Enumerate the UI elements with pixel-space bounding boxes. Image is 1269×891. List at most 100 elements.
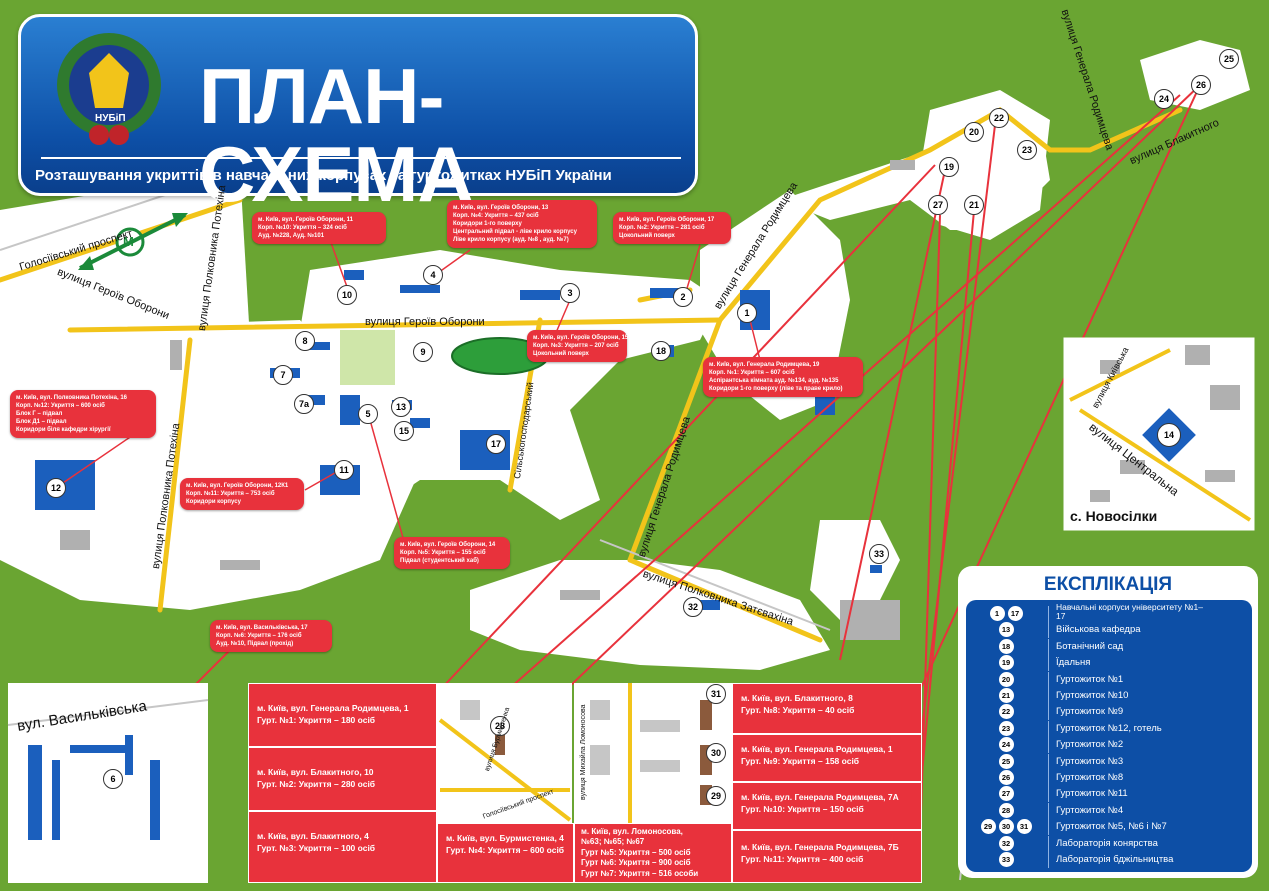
marker-23[interactable]: 23 [1017, 140, 1037, 160]
marker-2[interactable]: 2 [673, 287, 693, 307]
marker-21[interactable]: 21 [964, 195, 984, 215]
marker-5[interactable]: 5 [358, 404, 378, 424]
metro-label: М [123, 234, 134, 249]
legend-row-text: Ботанічний сад [1056, 640, 1124, 652]
legend-row-text: Гуртожиток №11 [1056, 788, 1128, 800]
legend-separator [1048, 753, 1049, 770]
marker-18[interactable]: 18 [651, 341, 671, 361]
legend-row: 25 Гуртожиток №3 [966, 753, 1252, 770]
marker-27[interactable]: 27 [928, 195, 948, 215]
legend-row-numbers: 24 [970, 737, 1042, 753]
legend-number-badge: 22 [998, 704, 1014, 720]
marker-4[interactable]: 4 [423, 265, 443, 285]
legend-row-numbers: 20 [970, 671, 1042, 688]
legend-number-badge: 28 [998, 802, 1014, 818]
novosilky-label: с. Новосілки [1070, 508, 1158, 524]
marker-20[interactable]: 20 [964, 122, 984, 142]
marker-30[interactable]: 30 [706, 743, 726, 763]
botanical-garden [340, 330, 395, 385]
marker-22[interactable]: 22 [989, 108, 1009, 128]
legend-row-text: Навчальні корпуси університету №1–17 [1056, 602, 1203, 622]
marker-10[interactable]: 10 [337, 285, 357, 305]
marker-9[interactable]: 9 [413, 342, 433, 362]
marker-7[interactable]: 7 [273, 365, 293, 385]
legend-row-text: Лабораторія бджільництва [1056, 854, 1174, 865]
legend-number-badge: 27 [998, 786, 1014, 802]
legend-row-numbers: 23 [970, 720, 1042, 737]
marker-7a[interactable]: 7а [294, 394, 314, 414]
marker-11[interactable]: 11 [334, 460, 354, 480]
legend-row-numbers: 19 [970, 655, 1042, 671]
legend-separator [1048, 671, 1049, 688]
legend-separator [1048, 819, 1049, 836]
inset-street-lomonosova: вулиця Михайла Ломоносова [580, 704, 587, 801]
marker-8[interactable]: 8 [295, 331, 315, 351]
legend-row-text: Гуртожиток №9 [1056, 706, 1124, 718]
legend-row-numbers: 13 [970, 622, 1042, 638]
marker-13[interactable]: 13 [391, 397, 411, 417]
legend-separator [1048, 835, 1049, 852]
marker-33[interactable]: 33 [869, 544, 889, 564]
banner-divider [41, 157, 681, 159]
legend-row-text: Гуртожиток №8 [1056, 772, 1124, 783]
marker-1[interactable]: 1 [737, 303, 757, 323]
legend-row-numbers: 25 [970, 753, 1042, 770]
marker-24[interactable]: 24 [1154, 89, 1174, 109]
novosilky-buildings [1090, 345, 1240, 502]
legend-row-numbers: 21 [970, 688, 1042, 704]
legend-row-numbers: 22 [970, 704, 1042, 720]
university-logo-icon [57, 33, 161, 145]
legend-row-text: Гуртожиток №1 [1056, 673, 1124, 685]
legend-title: ЕКСПЛІКАЦІЯ [1043, 574, 1173, 595]
legend-separator [1048, 704, 1049, 721]
legend-separator [1048, 638, 1049, 655]
marker-3[interactable]: 3 [560, 283, 580, 303]
legend-number-badge: 1 [989, 606, 1005, 621]
legend-number-badge: 17 [1007, 606, 1023, 621]
legend-number-badge: 32 [998, 835, 1014, 851]
marker-6[interactable]: 6 [103, 769, 123, 789]
legend-row-text: Гуртожиток №3 [1056, 755, 1124, 767]
legend-row: 32 Лабораторія конярства [966, 835, 1252, 852]
marker-26[interactable]: 26 [1191, 75, 1211, 95]
marker-25[interactable]: 25 [1219, 49, 1239, 69]
legend-row-text: Гуртожиток №4 [1056, 804, 1124, 816]
marker-12[interactable]: 12 [46, 478, 66, 498]
legend-number-badge: 21 [998, 688, 1014, 703]
legend-separator [1048, 770, 1049, 786]
legend-number-badge: 33 [998, 852, 1014, 867]
legend-number-badge: 31 [1016, 819, 1032, 835]
marker-28[interactable]: 28 [490, 716, 510, 736]
marker-17[interactable]: 17 [486, 434, 506, 454]
legend-separator [1048, 802, 1049, 819]
marker-15[interactable]: 15 [394, 421, 414, 441]
legend-row: 28 Гуртожиток №4 [966, 802, 1252, 819]
marker-19[interactable]: 19 [939, 157, 959, 177]
marker-32[interactable]: 32 [683, 597, 703, 617]
marker-14[interactable]: 14 [1157, 423, 1181, 447]
marker-29[interactable]: 29 [706, 786, 726, 806]
marker-31[interactable]: 31 [706, 684, 726, 704]
dorm-cluster [920, 90, 1050, 240]
legend-row-text: Лабораторія конярства [1056, 837, 1158, 849]
legend-row: 33 Лабораторія бджільництва [966, 852, 1252, 868]
legend-row-numbers: 32 [970, 835, 1042, 852]
